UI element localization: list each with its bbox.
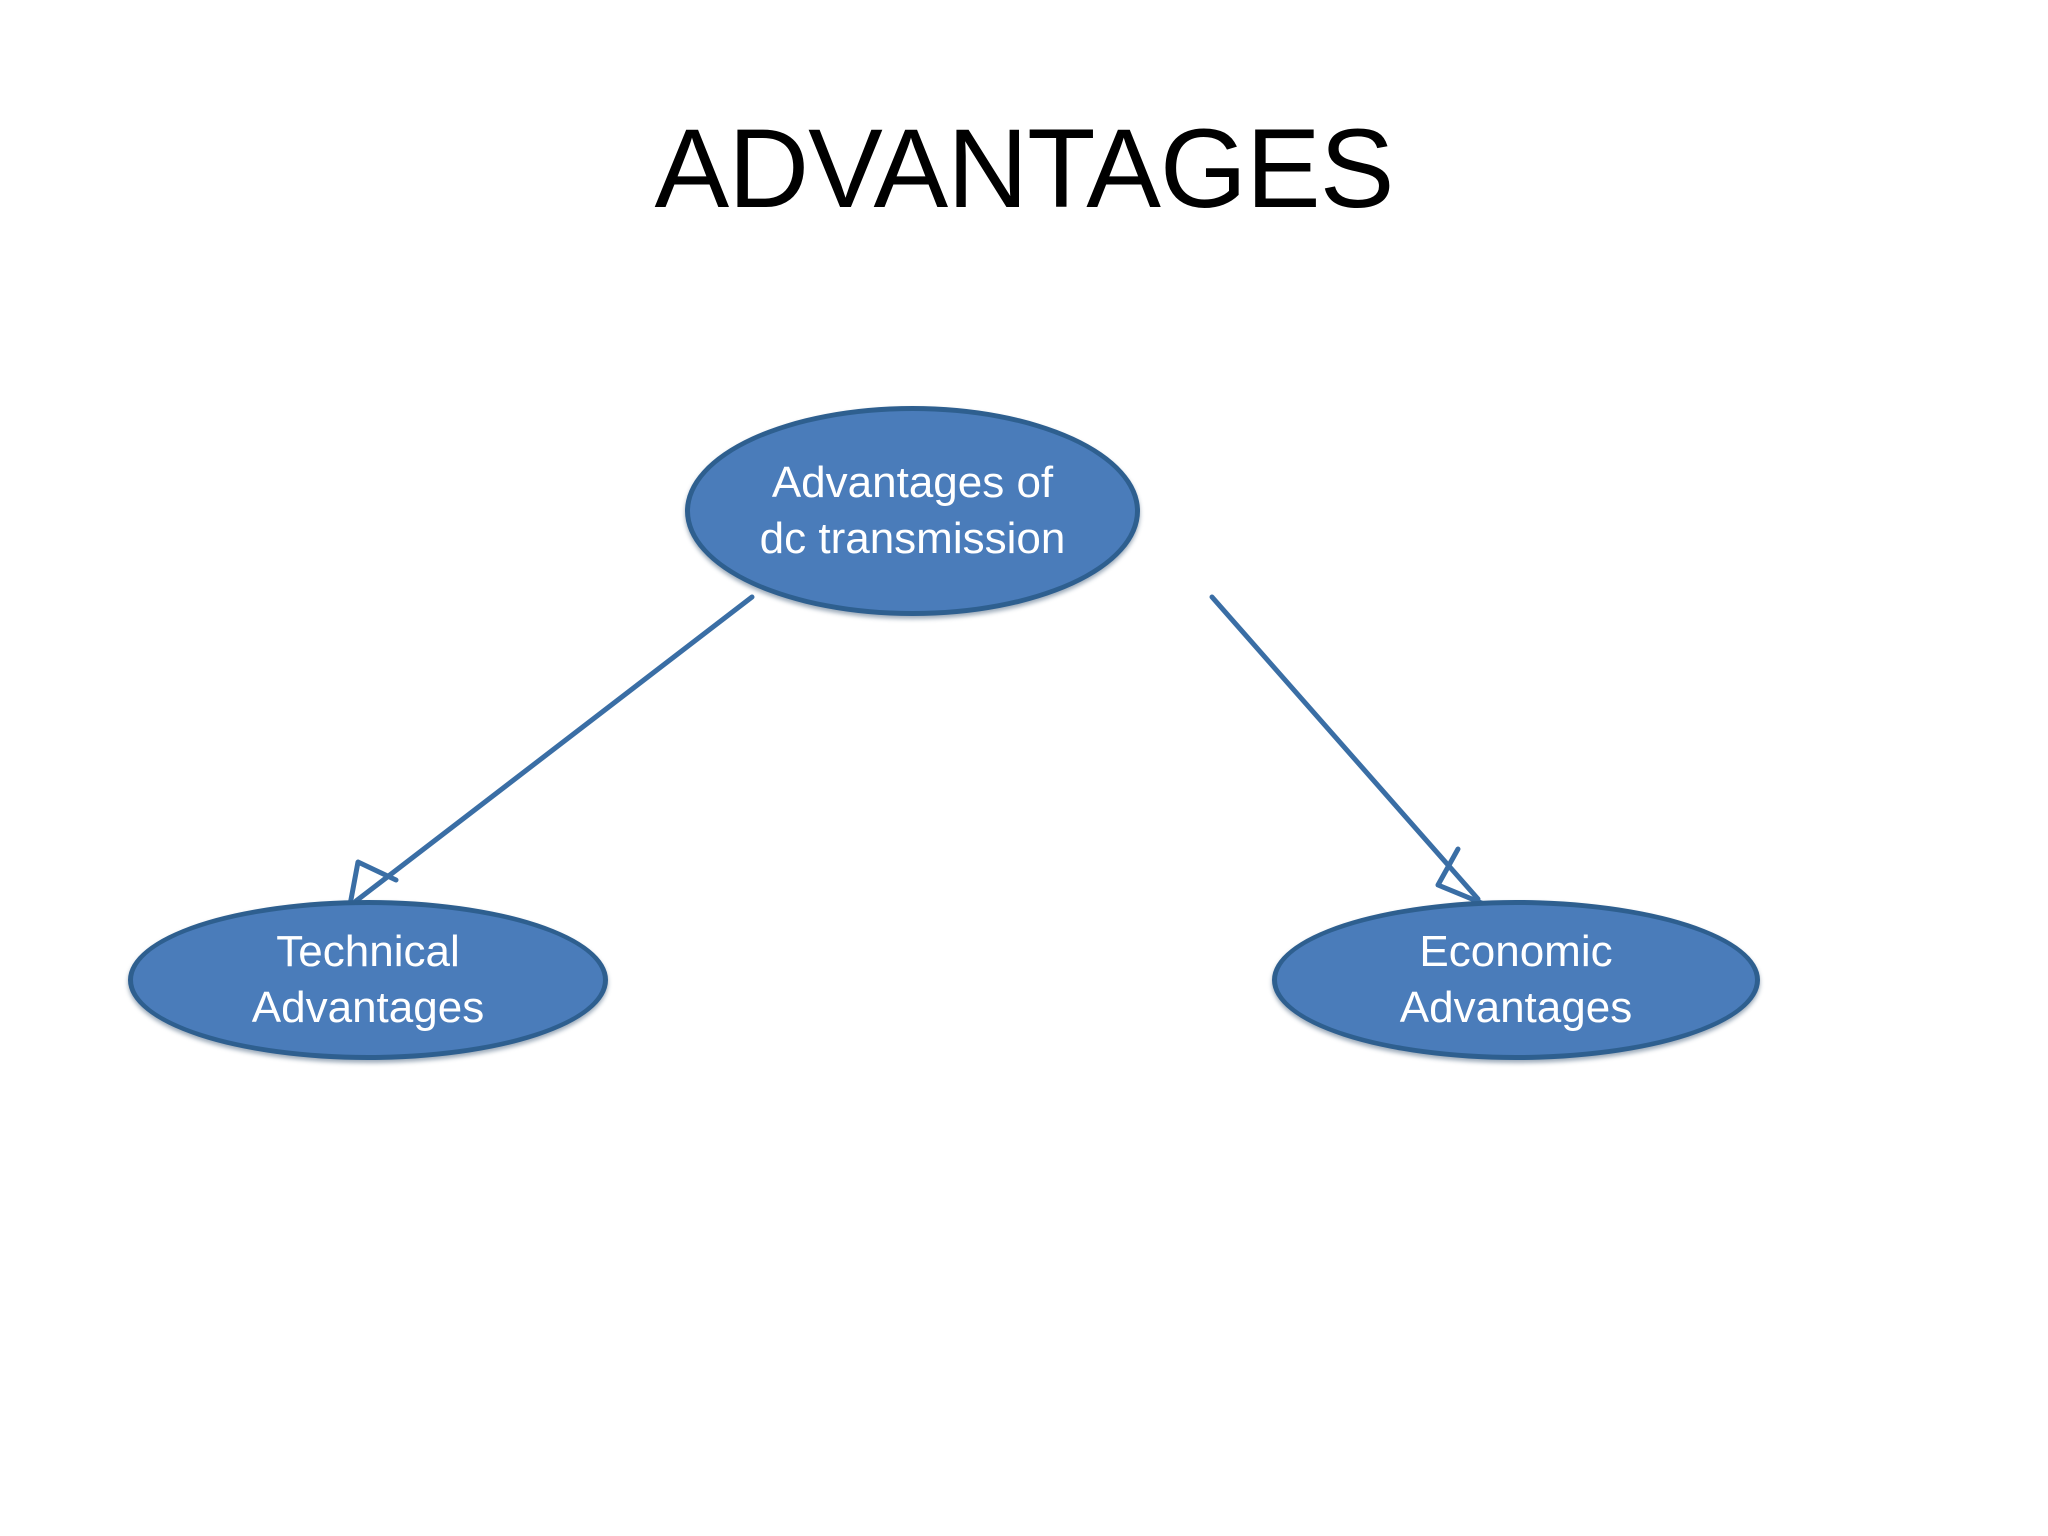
page-title: ADVANTAGES: [654, 106, 1395, 231]
diagram-node-economic-label: Economic Advantages: [1399, 926, 1633, 1032]
edge-root-to-technical: [347, 594, 755, 908]
diagram-node-economic[interactable]: Economic Advantages: [1272, 900, 1760, 1060]
arrowhead-left-icon: [347, 859, 399, 908]
diagram-node-technical[interactable]: Technical Advantages: [128, 900, 608, 1060]
diagram-node-root[interactable]: Advantages of dc transmission: [685, 406, 1140, 616]
edge-root-to-economic: [1209, 594, 1487, 907]
diagram-node-technical-label: Technical Advantages: [251, 926, 485, 1032]
connector-line-left: [353, 594, 755, 904]
diagram-node-root-label: Advantages of dc transmission: [759, 457, 1066, 563]
arrowhead-right-icon: [1435, 846, 1487, 907]
connector-line-right: [1209, 594, 1481, 902]
